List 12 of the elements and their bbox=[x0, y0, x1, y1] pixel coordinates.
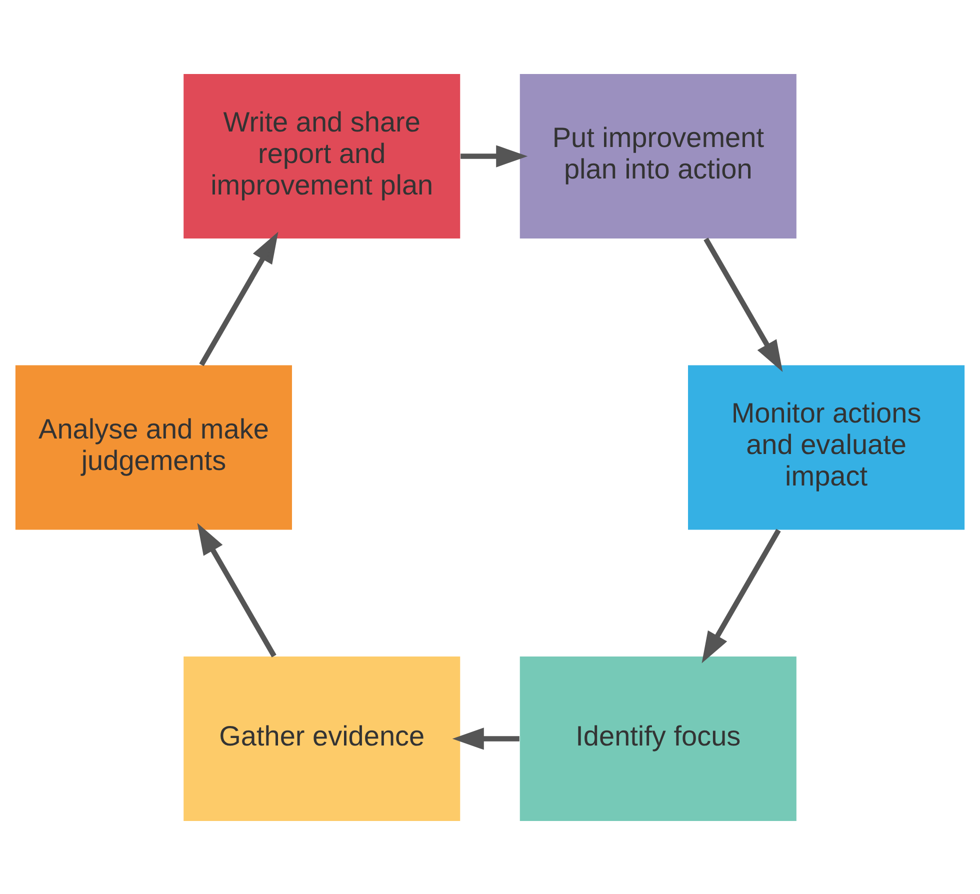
arrow bbox=[702, 528, 781, 663]
arrow bbox=[460, 144, 528, 167]
node-box: Identify focus bbox=[520, 656, 796, 820]
arrow bbox=[197, 522, 276, 657]
arrow bbox=[452, 727, 520, 750]
node-box: Write and share report and improvement plan bbox=[184, 74, 460, 238]
node-box: Analyse and make judgements bbox=[15, 364, 292, 530]
node-box: Put improvement plan into action bbox=[520, 74, 796, 238]
arrow bbox=[199, 231, 278, 366]
arrow bbox=[704, 237, 783, 372]
node-box: Monitor actions and evaluate impact bbox=[688, 364, 965, 530]
node-box: Gather evidence bbox=[184, 656, 460, 820]
